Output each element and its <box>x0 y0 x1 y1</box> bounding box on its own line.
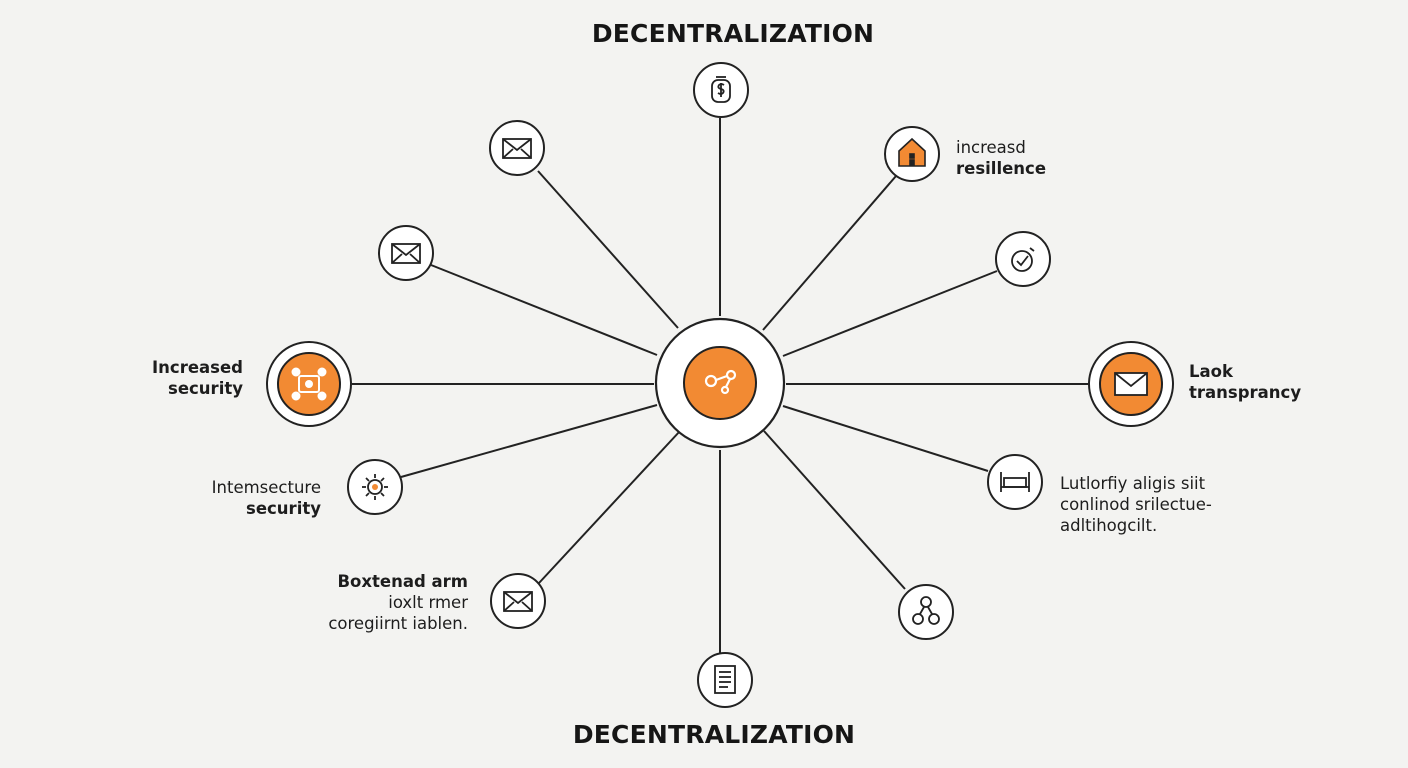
link-nodes-icon <box>704 369 737 395</box>
diagram-title-bottom: DECENTRALIZATION <box>572 720 856 749</box>
envelope-icon <box>1114 372 1148 396</box>
envelope-icon <box>391 243 421 264</box>
label-line: Laok <box>1189 362 1233 381</box>
label-line: coregiirnt iablen. <box>328 614 468 633</box>
node-upper-right-1 <box>884 126 940 182</box>
node-bottom <box>697 652 753 708</box>
hub-node <box>654 317 786 449</box>
label-line: Lutlorfiy aligis siit <box>1060 474 1206 493</box>
label-increased-security: Increased security <box>152 357 243 399</box>
money-bag-icon <box>711 76 731 103</box>
house-icon <box>898 137 926 167</box>
spoke-lower-right-1 <box>782 405 989 472</box>
spoke-lower-left-2 <box>538 430 681 584</box>
node-upper-left-2 <box>378 225 434 281</box>
spoke-upper-right-1 <box>762 175 897 331</box>
label-lack-transparency: Laok transprancy <box>1189 361 1301 403</box>
label-line: Increased <box>152 358 243 377</box>
label-line: adltihogcilt. <box>1060 516 1158 535</box>
label-line: Boxtenad arm <box>337 572 468 591</box>
spoke-lower-right-2 <box>763 430 906 590</box>
node-top <box>693 62 749 118</box>
label-lower-right-note: Lutlorfiy aligis siit conlinod srilectue… <box>1060 473 1212 536</box>
node-upper-right-2 <box>995 231 1051 287</box>
label-line: resillence <box>956 159 1047 178</box>
share-nodes-icon <box>912 596 940 625</box>
network-icon <box>291 367 327 401</box>
envelope-icon <box>503 591 533 612</box>
spoke-upper-right-2 <box>782 270 998 357</box>
label-line: security <box>168 379 243 398</box>
spoke-lower-left-1 <box>400 404 658 478</box>
spoke-lines <box>352 118 1088 654</box>
node-lower-right-1 <box>987 454 1043 510</box>
label-internal-security: Intemsecture security <box>212 477 321 519</box>
node-upper-left-1 <box>489 120 545 176</box>
label-line: transprancy <box>1189 383 1302 402</box>
envelope-icon <box>502 138 532 159</box>
clock-check-icon <box>1011 247 1035 272</box>
bed-icon <box>1000 472 1030 492</box>
spoke-upper-left-2 <box>430 264 658 356</box>
label-line: Intemsecture <box>211 478 321 497</box>
label-line: conlinod srilectue- <box>1060 495 1212 514</box>
node-left <box>266 341 352 427</box>
diagram-title-top: DECENTRALIZATION <box>591 19 875 48</box>
label-line: increasd <box>956 138 1026 157</box>
document-icon <box>714 665 736 694</box>
spoke-upper-left-1 <box>537 170 679 329</box>
node-lower-left-1 <box>347 459 403 515</box>
label-increased-resilience: increasd resillence <box>956 137 1046 179</box>
node-right <box>1088 341 1174 427</box>
label-line: security <box>246 499 321 518</box>
label-lower-left-note: Boxtenad arm ioxlt rmer coregiirnt iable… <box>328 571 468 634</box>
node-lower-left-2 <box>490 573 546 629</box>
label-line: ioxlt rmer <box>388 593 468 612</box>
virus-icon <box>362 474 388 500</box>
node-lower-right-2 <box>898 584 954 640</box>
